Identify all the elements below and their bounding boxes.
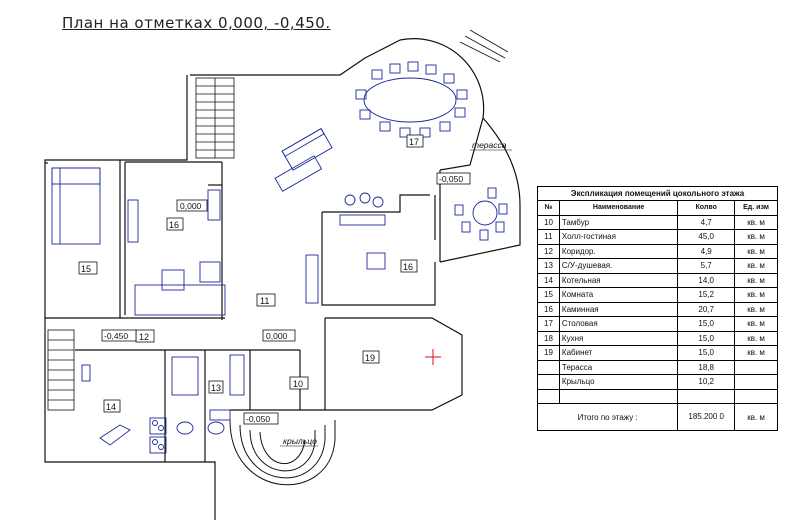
porch-label: крыльцо bbox=[283, 436, 317, 446]
furniture bbox=[51, 61, 508, 454]
col-header-unit: Ед. изм bbox=[734, 200, 778, 216]
walls bbox=[44, 38, 521, 520]
room-number-19: 19 bbox=[365, 353, 375, 363]
table-total-row: Итого по этажу : 185.200 0 кв. м bbox=[536, 403, 778, 431]
total-unit: кв. м bbox=[734, 403, 778, 431]
room-number-13: 13 bbox=[211, 383, 221, 393]
room-schedule-table: Экспликация помещений цокольного этажа №… bbox=[536, 186, 778, 431]
total-label: Итого по этажу : bbox=[536, 403, 679, 431]
crosshair-icon bbox=[425, 349, 441, 365]
plan-title: План на отметках 0,000, -0,450. bbox=[62, 14, 331, 32]
room-number-14: 14 bbox=[106, 402, 116, 412]
room-number-11: 11 bbox=[260, 296, 269, 306]
level-mark: -0,050 bbox=[246, 414, 270, 424]
level-mark: 0,000 bbox=[266, 331, 288, 341]
level-mark: 0,000 bbox=[180, 201, 202, 211]
table-header-row: № Наименование Колво Ед. изм bbox=[537, 200, 778, 216]
table-row bbox=[537, 388, 778, 404]
table-title: Экспликация помещений цокольного этажа bbox=[537, 186, 778, 201]
room-number-16: 16 bbox=[169, 220, 179, 230]
room-number-15: 15 bbox=[81, 264, 91, 274]
col-header-num: № bbox=[537, 200, 560, 216]
porch bbox=[229, 419, 336, 486]
terrace-label: терасса bbox=[472, 140, 507, 150]
room-numbers: 15 16 11 12 13 14 10 16 17 19 bbox=[81, 137, 419, 412]
stairs bbox=[47, 29, 509, 411]
col-header-qty: Колво bbox=[677, 200, 736, 216]
level-marks: 0,000 -0,450 0,000 -0,050 -0,050 bbox=[104, 174, 463, 424]
level-mark: -0,450 bbox=[104, 331, 128, 341]
level-mark: -0,050 bbox=[439, 174, 463, 184]
room-number-17: 17 bbox=[409, 137, 419, 147]
room-number-18: 16 bbox=[403, 262, 413, 272]
total-qty: 185.200 0 bbox=[677, 403, 736, 431]
col-header-name: Наименование bbox=[558, 200, 679, 216]
room-number-12: 12 bbox=[139, 332, 149, 342]
room-number-10: 10 bbox=[293, 379, 303, 389]
